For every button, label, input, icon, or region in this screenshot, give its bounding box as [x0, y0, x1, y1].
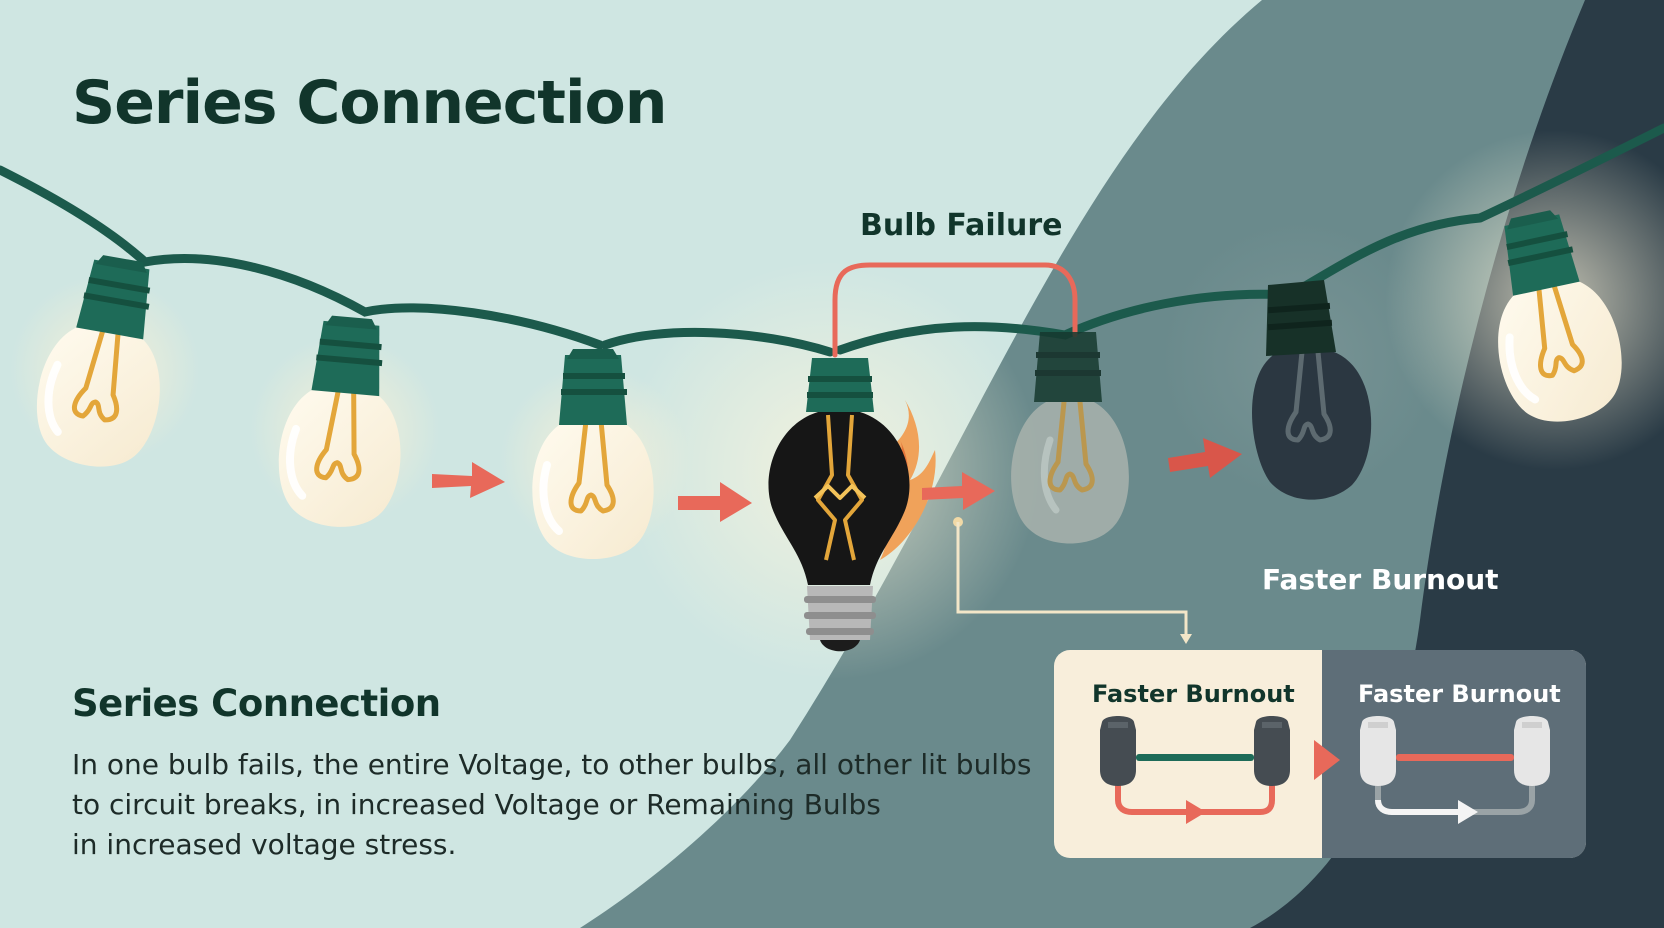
description-line: to circuit breaks, in increased Voltage …: [72, 788, 881, 821]
panel-left-title: Faster Burnout: [1092, 680, 1295, 708]
arrow-right-icon: [922, 472, 995, 510]
wire-left: [0, 165, 605, 350]
description-line: In one bulb fails, the entire Voltage, t…: [72, 748, 1032, 781]
burnout-panel: [1054, 650, 1586, 858]
arrow-right-icon: [678, 482, 752, 522]
connector-line: [956, 522, 1188, 640]
description-heading: Series Connection: [72, 682, 441, 725]
burned-bulb: [768, 358, 936, 652]
dim-bulb: [1011, 332, 1129, 544]
wire-center: [600, 327, 835, 357]
plug-icon: [1514, 716, 1550, 786]
panel-right-title: Faster Burnout: [1358, 680, 1561, 708]
plug-icon: [1254, 716, 1290, 786]
page-title: Series Connection: [72, 68, 667, 138]
bulb-failure-label: Bulb Failure: [860, 208, 1063, 243]
faster-burnout-label: Faster Burnout: [1262, 563, 1499, 596]
bypass-loop: [832, 262, 1078, 358]
arrow-right-icon: [432, 462, 505, 498]
plug-icon: [1100, 716, 1136, 786]
dark-bulb: [1252, 280, 1372, 500]
description-line: in increased voltage stress.: [72, 828, 457, 861]
plug-icon: [1360, 716, 1396, 786]
arrow-right-icon: [1168, 438, 1242, 478]
